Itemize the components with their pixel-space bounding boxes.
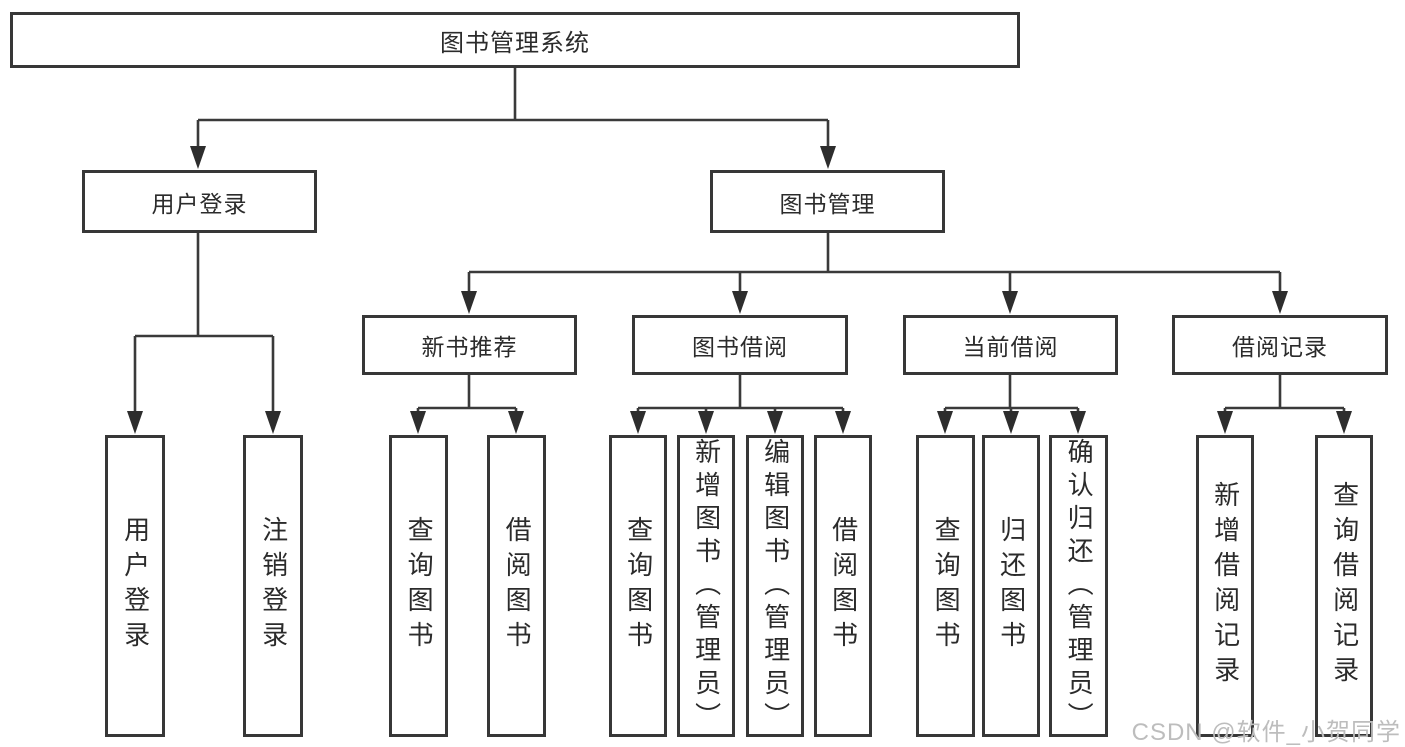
arrow-down-icon [1070, 411, 1086, 434]
leaf-return-books: 归还图书 [982, 435, 1040, 737]
leaf-query-books-current: 查询图书 [916, 435, 975, 737]
leaf-logout: 注销登录 [243, 435, 303, 737]
node-new-book-recommendation: 新书推荐 [362, 315, 577, 375]
node-label: 查询借阅记录 [1329, 481, 1360, 691]
arrow-down-icon [265, 411, 281, 434]
connector-line [133, 233, 275, 415]
connector-line [196, 68, 830, 150]
node-label: 查询图书 [931, 516, 962, 656]
arrow-down-icon [698, 411, 714, 434]
node-book-borrowing: 图书借阅 [632, 315, 848, 375]
leaf-borrow-books: 借阅图书 [814, 435, 872, 737]
leaf-query-books-borrow: 查询图书 [609, 435, 667, 737]
arrow-down-icon [937, 411, 953, 434]
node-label: 借阅图书 [828, 516, 859, 656]
arrow-down-icon [767, 411, 783, 434]
arrow-down-icon [835, 411, 851, 434]
leaf-borrow-books-recommend: 借阅图书 [487, 435, 546, 737]
arrow-down-icon [190, 146, 206, 169]
node-label: 借阅记录 [1232, 334, 1328, 360]
node-library-management-system: 图书管理系统 [10, 12, 1020, 68]
node-label: 借阅图书 [502, 516, 533, 656]
arrow-down-icon [820, 146, 836, 169]
leaf-query-books-recommend: 查询图书 [389, 435, 448, 737]
leaf-user-login: 用户登录 [105, 435, 165, 737]
node-label: 新书推荐 [421, 334, 518, 360]
node-label: 确认归还（管理员） [1064, 437, 1095, 735]
node-label: 新增图书（管理员） [691, 437, 722, 735]
leaf-edit-books-admin: 编辑图书（管理员） [746, 435, 804, 737]
node-user-login: 用户登录 [82, 170, 317, 233]
node-current-borrowing: 当前借阅 [903, 315, 1118, 375]
node-label: 新增借阅记录 [1210, 481, 1241, 691]
arrow-down-icon [461, 291, 477, 314]
arrow-down-icon [1217, 411, 1233, 434]
leaf-add-borrow-record: 新增借阅记录 [1196, 435, 1254, 737]
node-label: 查询图书 [623, 516, 654, 656]
connector-line [636, 375, 845, 415]
node-book-management: 图书管理 [710, 170, 945, 233]
arrow-down-icon [410, 411, 426, 434]
node-label: 图书管理 [779, 190, 876, 217]
arrow-down-icon [1003, 411, 1019, 434]
node-label: 图书管理系统 [440, 29, 590, 57]
arrow-down-icon [1002, 291, 1018, 314]
node-label: 编辑图书（管理员） [760, 437, 791, 735]
csdn-watermark: CSDN @软件_小贺同学 [1131, 719, 1401, 746]
arrow-down-icon [1272, 291, 1288, 314]
connector-line [467, 233, 1282, 296]
arrow-down-icon [127, 411, 143, 434]
leaf-query-borrow-record: 查询借阅记录 [1315, 435, 1373, 737]
node-label: 图书借阅 [692, 334, 788, 360]
node-label: 查询图书 [404, 516, 435, 656]
node-label: 用户登录 [151, 190, 248, 217]
arrow-down-icon [732, 291, 748, 314]
leaf-add-books-admin: 新增图书（管理员） [677, 435, 735, 737]
arrow-down-icon [1336, 411, 1352, 434]
node-label: 用户登录 [120, 516, 151, 656]
node-borrowing-records: 借阅记录 [1172, 315, 1388, 375]
arrow-down-icon [508, 411, 524, 434]
node-label: 归还图书 [996, 516, 1027, 656]
leaf-confirm-return-admin: 确认归还（管理员） [1049, 435, 1108, 737]
node-label: 注销登录 [258, 516, 289, 656]
node-label: 当前借阅 [962, 334, 1059, 360]
connector-line [943, 375, 1080, 415]
connector-line [1223, 375, 1346, 415]
connector-line [416, 375, 518, 415]
arrow-down-icon [630, 411, 646, 434]
